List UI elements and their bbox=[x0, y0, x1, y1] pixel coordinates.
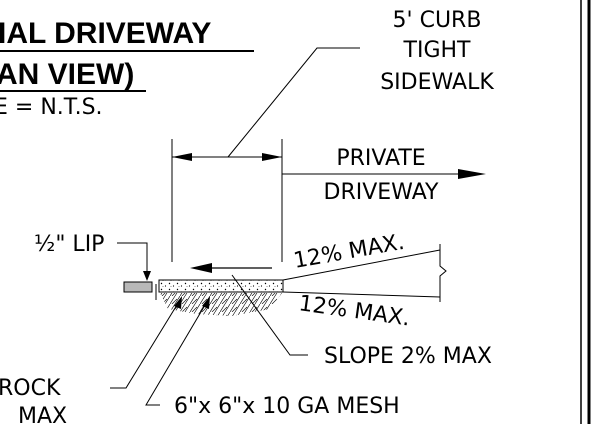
private-label-line-1: PRIVATE bbox=[336, 146, 425, 171]
break-line bbox=[439, 244, 447, 302]
mesh-leader-line bbox=[145, 299, 209, 406]
rock-leader-line bbox=[110, 299, 181, 389]
curb-leader-line bbox=[227, 47, 360, 158]
curb-element bbox=[123, 281, 153, 293]
dimension-arrow-right bbox=[262, 153, 282, 161]
private-label-line-2: DRIVEWAY bbox=[324, 180, 440, 205]
rock-label-line-1: ROCK bbox=[0, 376, 61, 401]
concrete-slab bbox=[158, 279, 284, 293]
mesh-label: 6"x 6"x 10 GA MESH bbox=[174, 394, 400, 419]
slope-line-lower bbox=[282, 291, 441, 298]
private-driveway-arrow bbox=[458, 169, 486, 179]
scale-text: E = N.T.S. bbox=[0, 95, 103, 120]
slope-arrow-head bbox=[190, 263, 212, 273]
slope2-leader-line bbox=[231, 274, 308, 356]
curb-label-line-1: 5' CURB bbox=[393, 8, 482, 33]
rock-arrow bbox=[174, 296, 182, 309]
lip-arrow bbox=[143, 271, 151, 281]
curb-label-line-2: TIGHT bbox=[403, 38, 472, 63]
curb-label-line-3: SIDEWALK bbox=[380, 70, 494, 95]
gravel-base-hatch bbox=[160, 293, 282, 316]
dimension-arrow-left bbox=[172, 153, 192, 161]
slope-label-lower: 12% MAX. bbox=[297, 291, 411, 331]
title-line-1: IAL DRIVEWAY bbox=[0, 17, 211, 50]
rock-label-line-2: MAX bbox=[18, 404, 67, 424]
lip-leader-line bbox=[117, 242, 148, 277]
title-line-2: AN VIEW) bbox=[0, 58, 134, 91]
mesh-arrow bbox=[202, 296, 210, 309]
slope-line-upper bbox=[282, 249, 441, 281]
slope-2-label: SLOPE 2% MAX bbox=[324, 344, 492, 369]
lip-label: ½" LIP bbox=[34, 232, 104, 257]
